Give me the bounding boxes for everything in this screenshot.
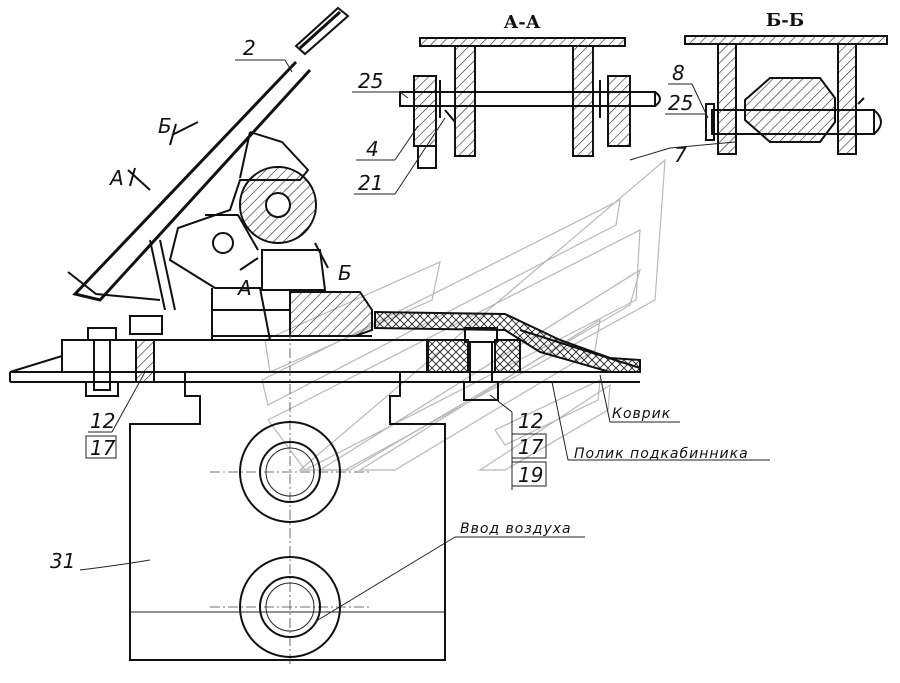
- svg-text:Б: Б: [158, 114, 172, 138]
- bolt-left: [85, 315, 163, 397]
- svg-text:А: А: [236, 276, 252, 300]
- label-part-25-left: 25: [352, 69, 409, 99]
- section-a-a: А-А: [399, 12, 661, 169]
- valve-plunger: [261, 249, 327, 291]
- floor-mat: [374, 310, 641, 373]
- svg-text:4: 4: [366, 137, 379, 161]
- svg-text:2: 2: [243, 36, 256, 60]
- label-mat: Коврик: [599, 374, 680, 423]
- label-part-21: 21: [354, 117, 446, 195]
- label-part-12-left: 12: [88, 409, 115, 433]
- svg-text:8: 8: [672, 61, 685, 85]
- label-part-8: 8: [668, 61, 709, 119]
- roller: [239, 166, 317, 244]
- svg-text:25: 25: [358, 69, 383, 93]
- valve-body: [129, 372, 446, 661]
- svg-text:А: А: [108, 166, 124, 190]
- pedal-lever: [67, 6, 350, 311]
- svg-text:12: 12: [518, 409, 543, 433]
- label-part-2: 2: [235, 36, 293, 73]
- label-part-31: 31: [50, 549, 151, 573]
- label-air-inlet: Ввод воздуха: [317, 521, 585, 621]
- svg-text:Ввод воздуха: Ввод воздуха: [460, 521, 572, 537]
- section-b-b-title: Б-Б: [766, 10, 804, 31]
- label-part-4: 4: [356, 125, 419, 161]
- svg-text:12: 12: [90, 409, 115, 433]
- label-cab-floor: Полик подкабинника: [551, 381, 770, 462]
- label-part-17-right: 17: [511, 433, 547, 459]
- svg-text:17: 17: [518, 435, 544, 459]
- svg-text:19: 19: [518, 463, 543, 487]
- svg-text:Б: Б: [338, 261, 352, 285]
- section-a-a-title: А-А: [504, 12, 541, 33]
- svg-text:25: 25: [668, 91, 693, 115]
- svg-text:7: 7: [674, 143, 687, 167]
- pivot-pin: [212, 232, 234, 254]
- svg-text:Полик подкабинника: Полик подкабинника: [574, 446, 749, 462]
- svg-text:Коврик: Коврик: [612, 406, 671, 422]
- section-b-b: Б-Б: [684, 10, 888, 155]
- svg-text:17: 17: [90, 436, 116, 460]
- cut-marker-b: Б Б: [158, 114, 352, 285]
- label-part-7: 7: [629, 141, 736, 167]
- label-part-17-left: 17: [85, 371, 146, 460]
- label-part-19: 19: [511, 461, 547, 487]
- main-view: [9, 6, 641, 665]
- svg-text:31: 31: [50, 549, 75, 573]
- label-part-25-right: 25: [665, 91, 706, 115]
- cut-marker-a: А А: [108, 166, 259, 300]
- bolt-right: [427, 327, 521, 401]
- valve-seal: [289, 291, 373, 337]
- svg-text:21: 21: [358, 171, 383, 195]
- air-port-upper: [239, 421, 341, 523]
